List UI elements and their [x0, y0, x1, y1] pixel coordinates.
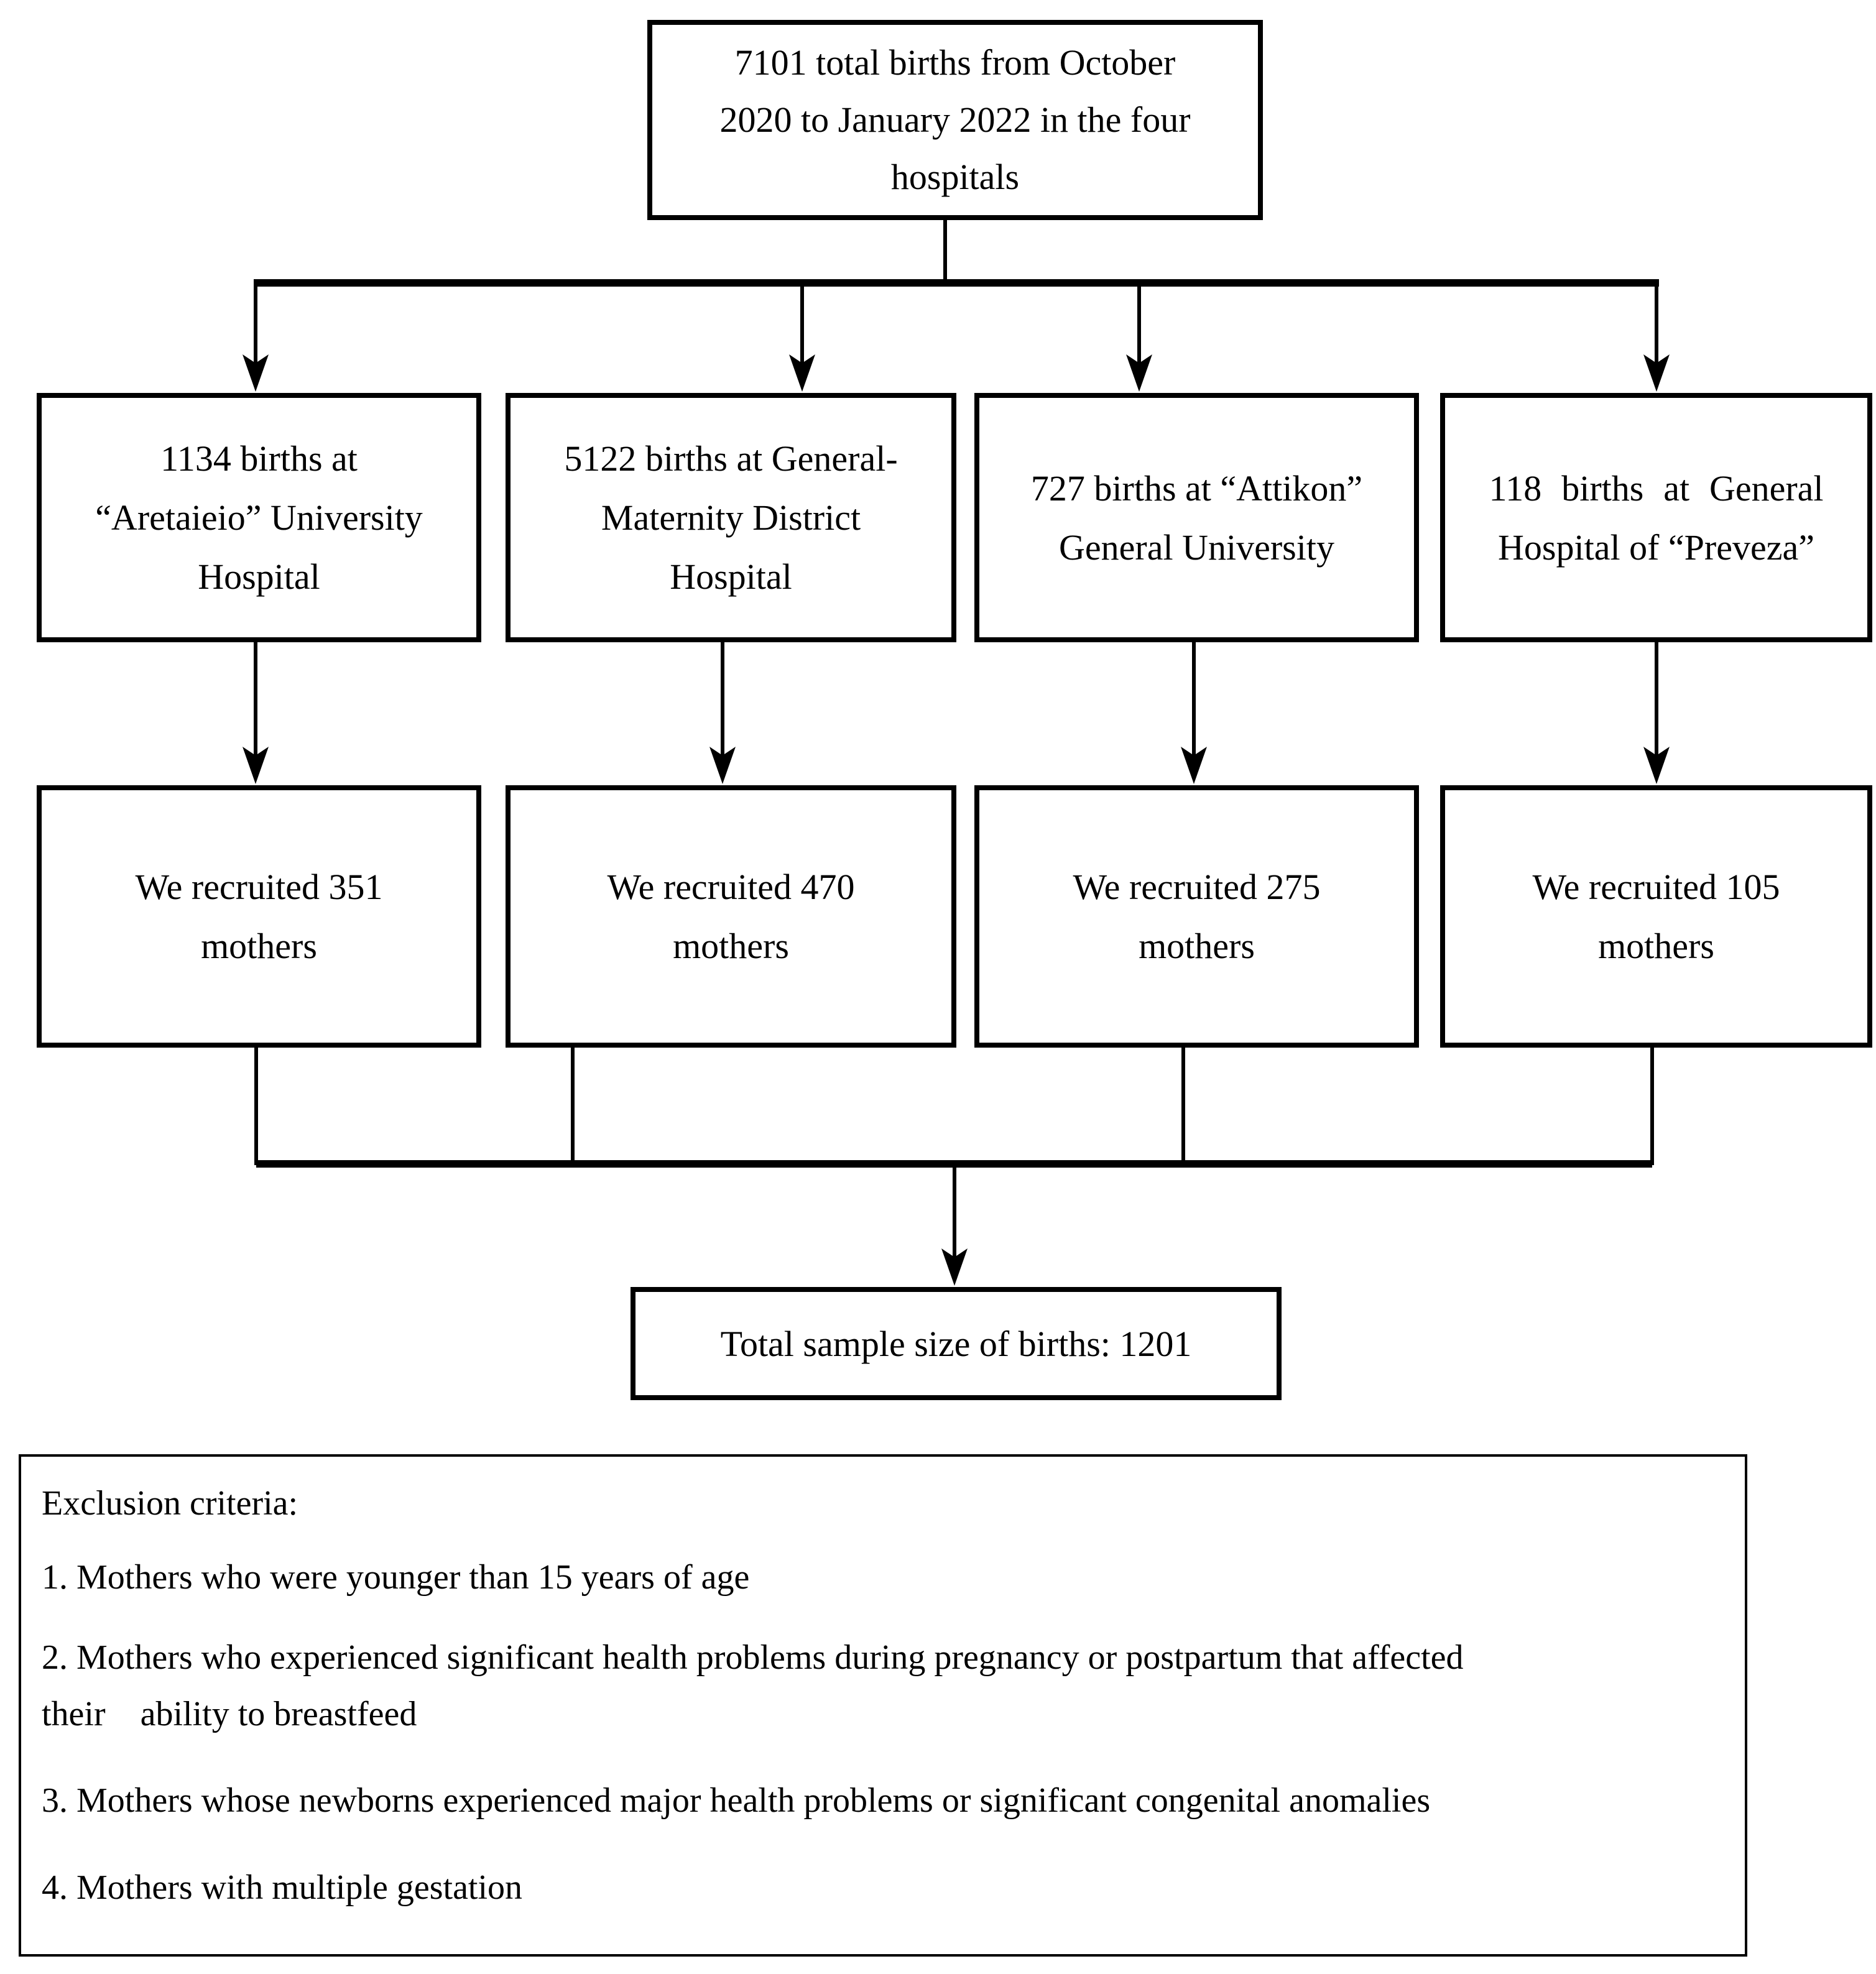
flow-arrowhead	[243, 354, 269, 392]
box-total-sample-size: Total sample size of births: 1201	[631, 1287, 1282, 1400]
box-text-line: “Aretaieio” University	[95, 497, 423, 538]
box-text-line: 7101 total births from October	[734, 42, 1176, 83]
flow-arrowhead	[1181, 747, 1207, 784]
box-recruited-470: We recruited 470 mothers	[506, 785, 956, 1048]
box-text-line: 727 births at “Attikon”	[1030, 468, 1363, 509]
box-recruited-105: We recruited 105 mothers	[1440, 785, 1872, 1048]
flow-arrowhead	[789, 354, 815, 392]
box-text-line: 1134 births at	[160, 438, 358, 479]
box-births-general-maternity: 5122 births at General- Maternity Distri…	[506, 393, 956, 642]
box-text-line: We recruited 275	[1073, 867, 1321, 907]
box-text-line: mothers	[673, 926, 789, 966]
exclusion-item-2-continued: their ability to breastfeed	[42, 1695, 417, 1733]
box-text-line: Hospital	[670, 556, 792, 597]
box-text-line: Hospital of “Preveza”	[1498, 527, 1814, 568]
exclusion-item-3: 3. Mothers whose newborns experienced ma…	[42, 1781, 1431, 1820]
flow-arrowhead	[709, 747, 736, 784]
box-text-line: mothers	[1139, 926, 1255, 966]
box-text-line: 5122 births at General-	[564, 438, 898, 479]
box-text-line: mothers	[201, 926, 317, 966]
flow-arrowhead	[1643, 747, 1670, 784]
box-exclusion-criteria: Exclusion criteria: 1. Mothers who were …	[19, 1454, 1747, 1957]
box-text-line: We recruited 351	[135, 867, 383, 907]
box-text-line: mothers	[1598, 926, 1714, 966]
flow-arrowhead	[941, 1248, 968, 1286]
box-recruited-275: We recruited 275 mothers	[974, 785, 1419, 1048]
box-births-preveza: 118 births at General Hospital of “Preve…	[1440, 393, 1872, 642]
box-7101-total-births: 7101 total births from October 2020 to J…	[647, 20, 1263, 220]
box-text-line: General University	[1059, 527, 1334, 568]
box-text-line: Maternity District	[601, 497, 861, 538]
box-births-aretaieio: 1134 births at “Aretaieio” University Ho…	[37, 393, 481, 642]
box-text-line: Hospital	[198, 556, 320, 597]
box-recruited-351: We recruited 351 mothers	[37, 785, 481, 1048]
box-text-line: 118 births at General	[1489, 468, 1824, 509]
exclusion-item-4: 4. Mothers with multiple gestation	[42, 1868, 523, 1907]
exclusion-item-1: 1. Mothers who were younger than 15 year…	[42, 1558, 750, 1597]
box-text-line: 2020 to January 2022 in the four	[719, 99, 1191, 140]
flow-arrowhead	[243, 747, 269, 784]
box-text-line: hospitals	[890, 157, 1020, 197]
box-text-line: Total sample size of births: 1201	[720, 1323, 1192, 1364]
exclusion-title: Exclusion criteria:	[42, 1484, 298, 1523]
box-text-line: We recruited 470	[607, 867, 855, 907]
box-text-line: We recruited 105	[1532, 867, 1780, 907]
flow-arrowhead	[1126, 354, 1152, 392]
exclusion-item-2: 2. Mothers who experienced significant h…	[42, 1638, 1464, 1677]
flow-arrowhead	[1643, 354, 1670, 392]
box-births-attikon: 727 births at “Attikon” General Universi…	[974, 393, 1419, 642]
